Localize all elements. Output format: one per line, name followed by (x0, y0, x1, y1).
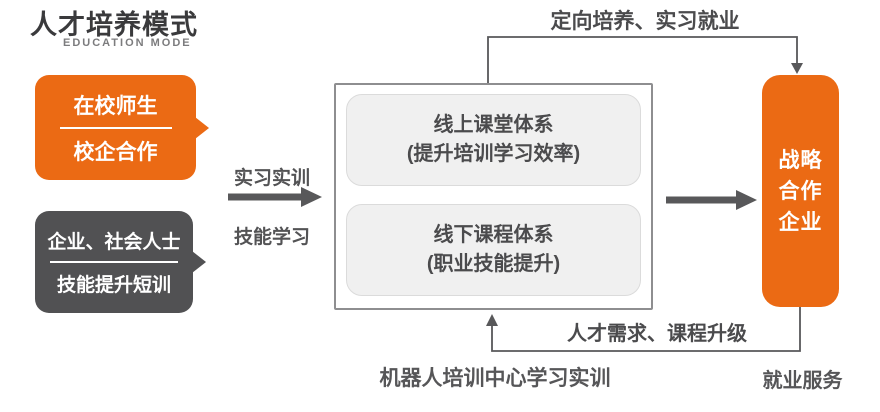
source-school-line1: 在校师生 (73, 94, 158, 118)
offline-course-subtitle: (职业技能提升) (426, 253, 561, 275)
arrow-up-icon (486, 314, 498, 326)
bottom-loop-label: 人才需求、课程升级 (567, 323, 747, 345)
arrow-down-icon (791, 63, 803, 74)
bubble-pointer-icon (195, 116, 209, 139)
top-loop-connector (487, 36, 803, 83)
partner-line3: 企业 (778, 210, 823, 234)
online-course-title: 线上课堂体系 (433, 114, 554, 136)
strategic-partner-box: 战略 合作 企业 (762, 75, 839, 307)
source-box-enterprise: 企业、社会人士 技能提升短训 (35, 211, 206, 313)
page-title: 人才培养模式 (30, 10, 198, 40)
employment-service-caption: 就业服务 (762, 370, 843, 392)
separator-line (50, 261, 178, 263)
online-course-panel: 线上课堂体系 (提升培训学习效率) (346, 94, 641, 186)
top-loop-label: 定向培养、实习就业 (550, 10, 740, 33)
arrow-right-icon (228, 187, 322, 207)
input-flow-bottom-label: 技能学习 (233, 227, 310, 248)
partner-line1: 战略 (778, 148, 823, 172)
offline-course-panel: 线下课程体系 (职业技能提升) (346, 204, 641, 296)
offline-course-title: 线下课程体系 (433, 224, 554, 246)
arrow-right-icon (666, 190, 757, 210)
source-enterprise-line1: 企业、社会人士 (47, 232, 181, 253)
page-subtitle: EDUCATION MODE (63, 37, 192, 49)
source-enterprise-line2: 技能提升短训 (56, 275, 171, 296)
source-box-school: 在校师生 校企合作 (35, 75, 209, 180)
training-center-caption: 机器人培训中心学习实训 (379, 367, 611, 390)
source-school-line2: 校企合作 (73, 140, 158, 164)
partner-line2: 合作 (778, 179, 823, 203)
bubble-pointer-icon (192, 251, 206, 273)
separator-line (59, 126, 172, 129)
training-center-box: 线上课堂体系 (提升培训学习效率) 线下课程体系 (职业技能提升) (334, 83, 653, 310)
input-flow-top-label: 实习实训 (233, 168, 310, 189)
online-course-subtitle: (提升培训学习效率) (406, 143, 581, 165)
